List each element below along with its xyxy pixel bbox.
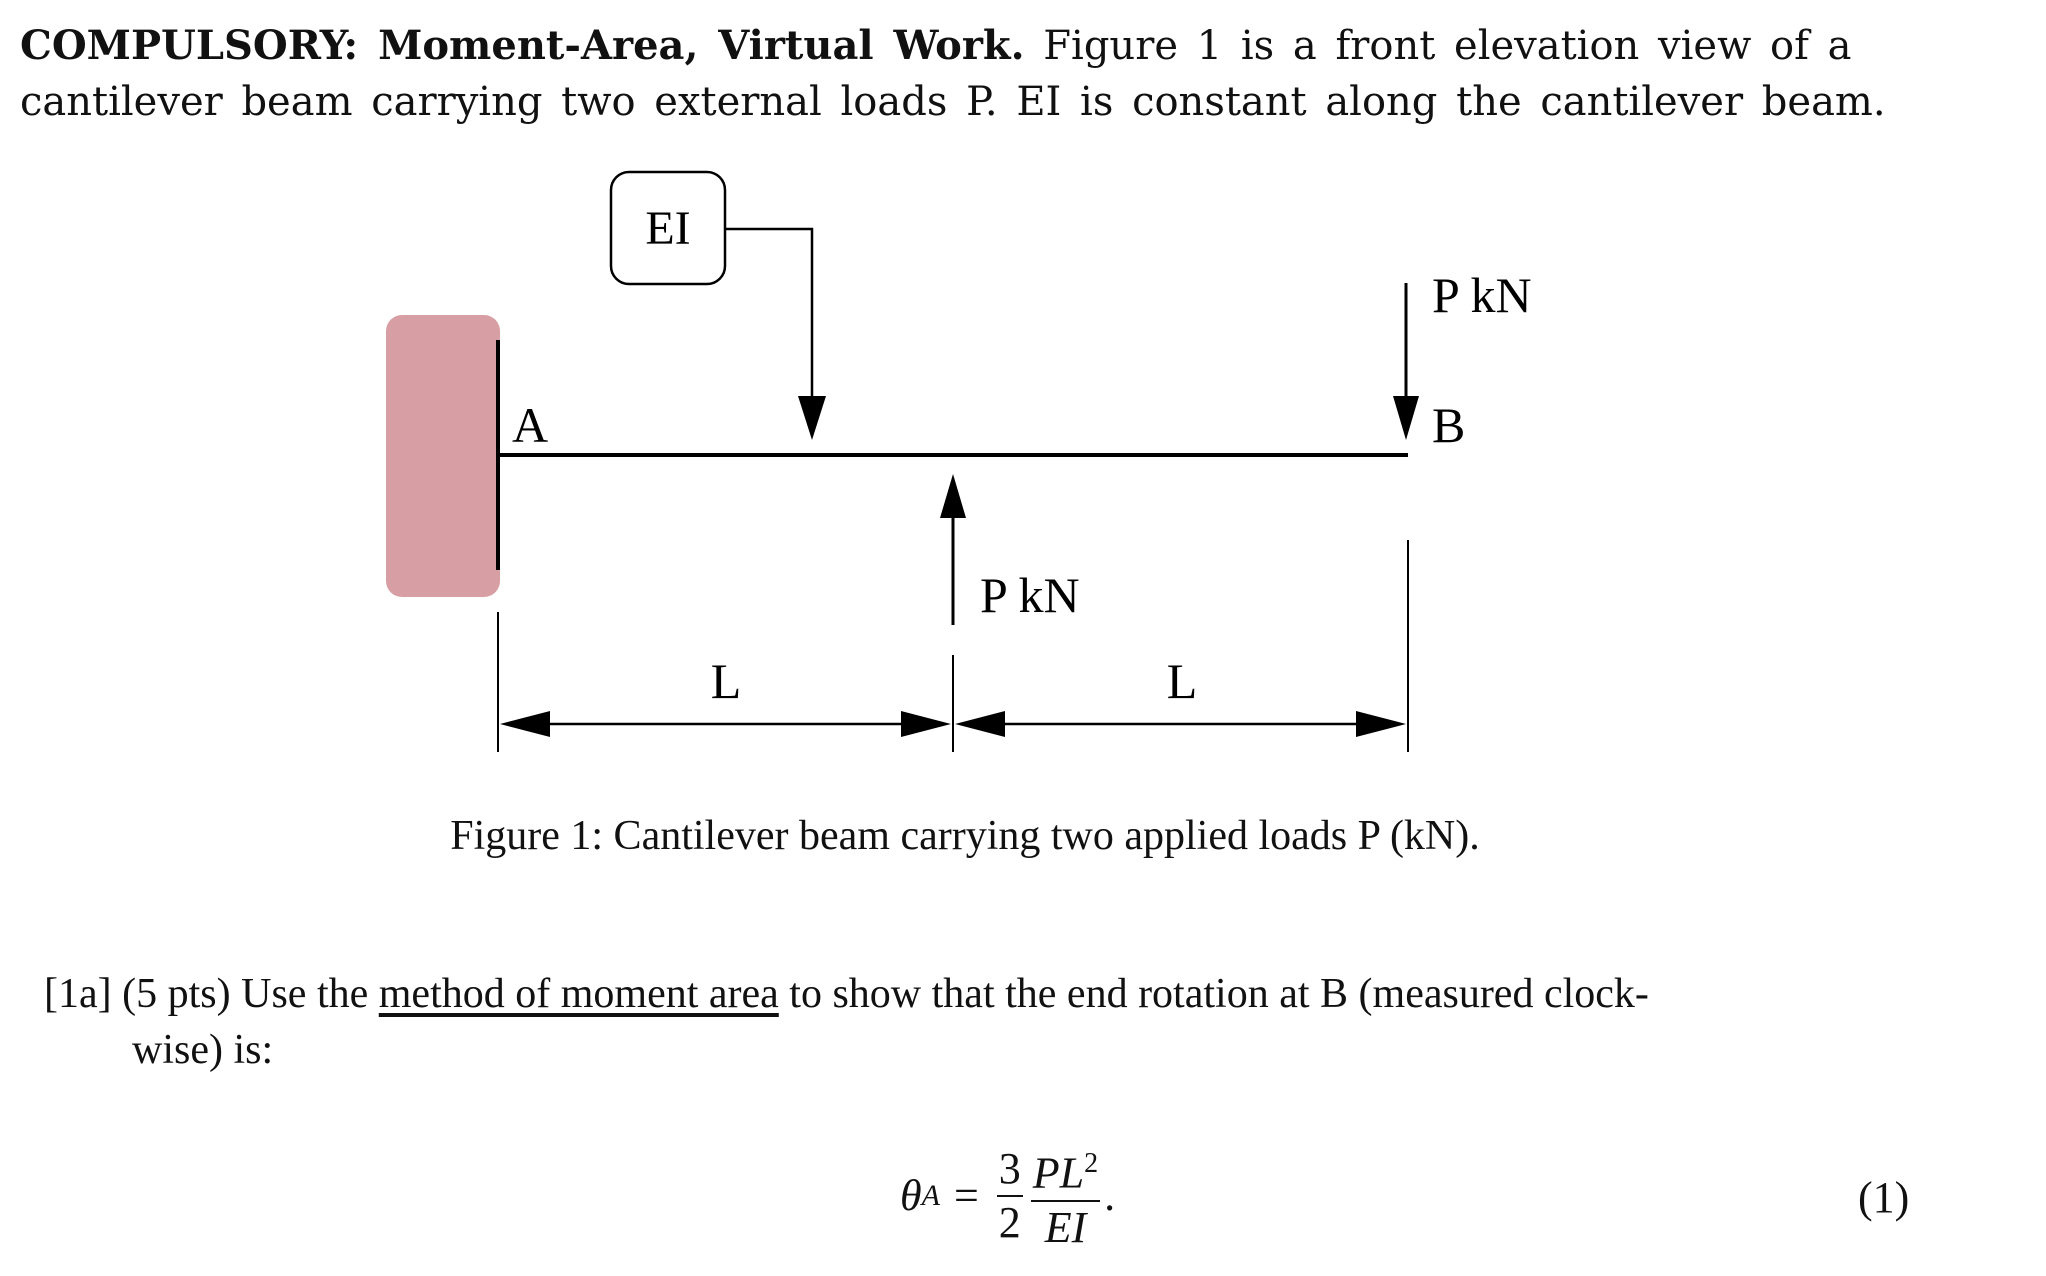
figure-caption: Figure 1: Cantilever beam carrying two a…: [450, 813, 1480, 859]
question-text-after: to show that the end rotation at B (meas…: [789, 971, 1649, 1017]
eq-coef-num: 3: [996, 1143, 1023, 1197]
method-underlined: method of moment area: [378, 971, 779, 1017]
question-1a: [1a] (5 pts) Use the method of moment ar…: [44, 966, 1924, 1078]
point-b-label: B: [1432, 397, 1465, 453]
equation-number: (1): [1858, 1173, 1910, 1222]
ei-pointer: [725, 227, 814, 410]
eq-var-num-exp: 2: [1084, 1148, 1099, 1179]
question-text-cont: wise) is:: [132, 1027, 274, 1073]
fixed-support: [386, 315, 500, 597]
question-tag: [1a]: [44, 971, 112, 1017]
span-left-label: L: [711, 653, 742, 709]
load-b-arrowhead: [1393, 396, 1419, 440]
dim-right-arrowhead-start: [955, 711, 1005, 737]
eq-var-fraction: PL2 EI: [1030, 1138, 1101, 1254]
question-text-before: Use the: [241, 971, 369, 1017]
cantilever-figure: EI P kN B A P kN L L: [386, 170, 1532, 752]
section-heading: COMPULSORY: Moment-Area, Virtual Work.: [20, 22, 1025, 69]
point-a-label: A: [512, 397, 548, 453]
intro-paragraph: COMPULSORY: Moment-Area, Virtual Work. F…: [20, 18, 1920, 130]
load-mid-arrowhead: [940, 474, 966, 518]
intro-text: Figure 1 is a front elevation view of a …: [20, 23, 1886, 125]
dim-left-arrowhead-end: [901, 711, 951, 737]
eq-coef-den: 2: [998, 1197, 1021, 1247]
span-right-label: L: [1167, 653, 1198, 709]
ei-label: EI: [645, 202, 690, 255]
eq-var-num: PL2: [1030, 1138, 1101, 1202]
eq-period: .: [1104, 1171, 1116, 1221]
eq-var-num-base: PL: [1032, 1148, 1085, 1198]
dim-right-arrowhead-end: [1356, 711, 1406, 737]
dim-left-arrowhead-start: [500, 711, 550, 737]
eq-lhs-symbol: θ: [900, 1171, 922, 1221]
ei-pointer-arrowhead: [798, 396, 826, 440]
load-b-label: P kN: [1432, 267, 1532, 323]
eq-var-den: EI: [1044, 1202, 1087, 1252]
question-points: (5 pts): [122, 971, 231, 1017]
load-mid-label: P kN: [980, 567, 1080, 623]
eq-lhs-subscript: A: [921, 1178, 940, 1212]
eq-equals: =: [953, 1171, 979, 1221]
eq-coef-fraction: 3 2: [996, 1143, 1023, 1249]
